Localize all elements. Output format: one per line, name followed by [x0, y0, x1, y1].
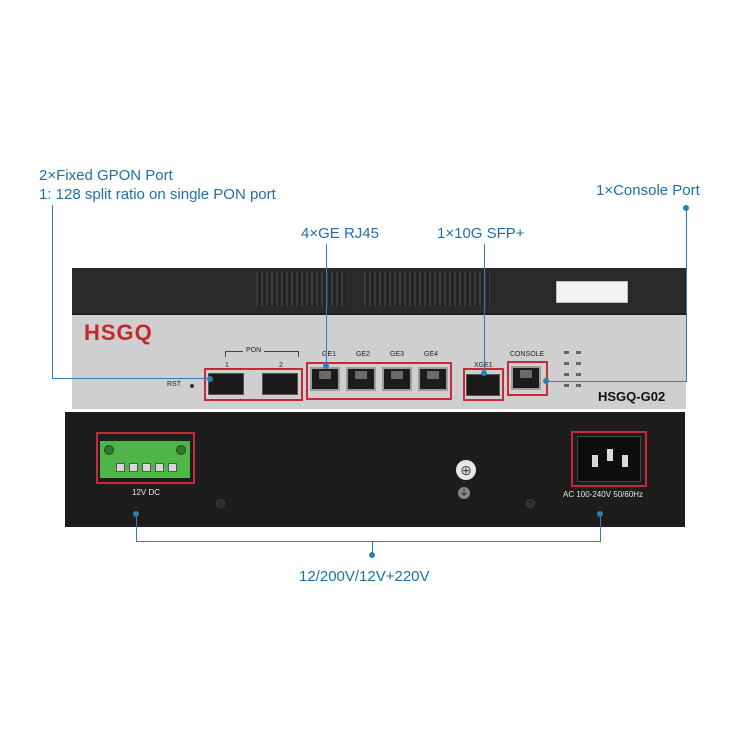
vent-grille [256, 272, 346, 306]
ge3-label: GE3 [390, 351, 405, 358]
ge1-label: GE1 [322, 351, 337, 358]
gpon-callout-title: 2×Fixed GPON Port [39, 167, 173, 184]
console-callout: 1×Console Port [596, 182, 700, 199]
power-leader-left-dot [133, 511, 139, 517]
console-leader-top-dot [683, 205, 689, 211]
pon-title: PON [243, 347, 265, 354]
rst-label: RST [167, 381, 181, 388]
ge4-label: GE4 [424, 351, 439, 358]
power-leader-stem [372, 541, 373, 555]
device-sticker [556, 281, 628, 303]
terminal-slot [168, 463, 177, 472]
xge1-label: XGE1 [474, 362, 493, 369]
gpon-leader-vertical [52, 205, 53, 379]
terminal-screw [176, 445, 186, 455]
dc-input-highlight [96, 432, 195, 484]
led-pon2 [564, 373, 569, 376]
power-leader-bottom-dot [369, 552, 375, 558]
console-leader-vertical [686, 208, 687, 382]
ac-input-highlight [571, 431, 647, 487]
terminal-screw [104, 445, 114, 455]
led-los [564, 384, 569, 387]
power-leader-right-dot [597, 511, 603, 517]
console-leader-dot [543, 378, 549, 384]
ac-input-label: AC 100-240V 50/60Hz [563, 490, 644, 499]
front-panel [72, 313, 686, 409]
pon-ports-highlight [204, 368, 303, 401]
console-leader-horizontal [546, 381, 687, 382]
xge1-sfp-port[interactable] [466, 374, 500, 396]
led-ge1 [576, 351, 581, 354]
rear-bolt [216, 499, 225, 508]
led-ge4 [576, 384, 581, 387]
gpon-leader-dot [207, 376, 213, 382]
rear-bolt [526, 499, 535, 508]
ge1-port[interactable] [310, 367, 340, 391]
led-pwr [564, 351, 569, 354]
led-ge2 [576, 362, 581, 365]
model-number: HSGQ-G02 [598, 389, 666, 404]
ge-callout: 4×GE RJ45 [301, 225, 379, 242]
power-callout: 12/200V/12V+220V [299, 568, 430, 585]
power-leader-horizontal [136, 541, 601, 542]
console-port[interactable] [511, 366, 541, 390]
brand-logo: HSGQ [84, 320, 153, 345]
ge-leader-dot [323, 363, 329, 369]
reset-button[interactable] [190, 384, 194, 388]
ge-leader [326, 244, 327, 366]
pon-port-1[interactable] [208, 373, 244, 395]
terminal-slot [116, 463, 125, 472]
ge4-port[interactable] [418, 367, 448, 391]
dc-input-label: 12V DC [132, 488, 161, 497]
vent-grille [424, 272, 490, 306]
socket-pin [592, 455, 598, 467]
terminal-slot [142, 463, 151, 472]
terminal-slot [129, 463, 138, 472]
pon-port-2[interactable] [262, 373, 298, 395]
ground-icon: ⏚ [458, 487, 470, 499]
socket-pin [622, 455, 628, 467]
power-leader-right [600, 514, 601, 542]
led-ge3 [576, 373, 581, 376]
pon-port-1-label: 1 [225, 362, 229, 369]
led-pon1 [564, 362, 569, 365]
sfp-port-highlight [463, 368, 504, 401]
dc-terminal-block[interactable] [100, 441, 190, 478]
ge2-port[interactable] [346, 367, 376, 391]
ge-ports-highlight [306, 362, 452, 400]
terminal-slot [155, 463, 164, 472]
sfp-leader-dot [481, 370, 487, 376]
chassis-screw: ⊕ [456, 460, 476, 480]
ge2-label: GE2 [356, 351, 371, 358]
power-leader-left [136, 514, 137, 542]
ac-power-socket[interactable] [577, 436, 641, 482]
gpon-callout-desc: 1: 128 split ratio on single PON port [39, 186, 276, 203]
gpon-leader-horizontal [52, 378, 210, 379]
console-label: CONSOLE [510, 351, 545, 358]
socket-pin [607, 449, 613, 461]
vent-grille [364, 272, 428, 306]
sfp-callout: 1×10G SFP+ [437, 225, 525, 242]
ge3-port[interactable] [382, 367, 412, 391]
sfp-leader [484, 244, 485, 372]
pon-port-2-label: 2 [279, 362, 283, 369]
